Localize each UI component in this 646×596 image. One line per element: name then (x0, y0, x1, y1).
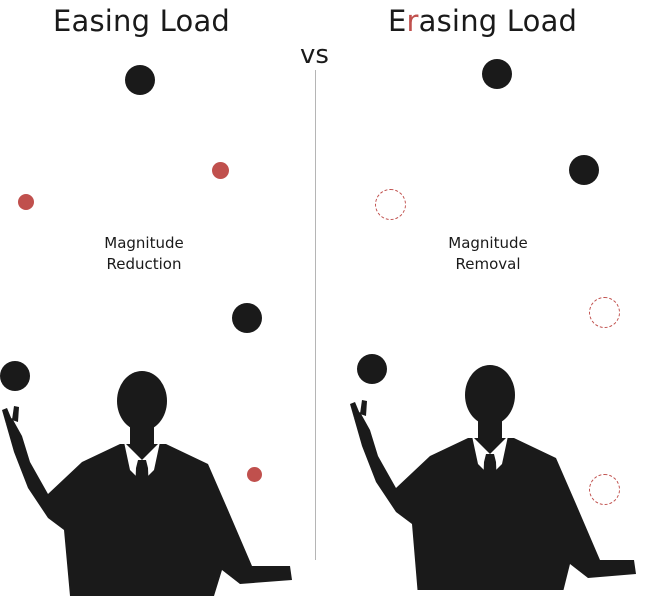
left-juggler-silhouette (2, 371, 292, 596)
left-ball-dark-right (232, 303, 262, 333)
left-ball-red-left (18, 194, 34, 210)
left-ball-dark-top (125, 65, 155, 95)
right-ball-dark-left (357, 354, 387, 384)
left-caption-line1: Magnitude (104, 234, 184, 252)
right-title: Erasing Load (388, 4, 577, 38)
right-ball-removed-upper (375, 189, 406, 220)
left-caption: Magnitude Reduction (74, 233, 214, 275)
right-caption: Magnitude Removal (418, 233, 558, 275)
center-divider (315, 70, 316, 560)
right-caption-line2: Removal (455, 255, 521, 273)
left-ball-red-lower (247, 467, 262, 482)
right-ball-dark-right (569, 155, 599, 185)
vs-label: vs (300, 40, 329, 70)
right-caption-line1: Magnitude (448, 234, 528, 252)
right-ball-removed-lower (589, 474, 620, 505)
left-caption-line2: Reduction (106, 255, 182, 273)
right-ball-dark-top (482, 59, 512, 89)
right-title-accent-letter: r (406, 4, 419, 38)
right-title-first-letter: E (388, 4, 407, 38)
left-ball-dark-left (0, 361, 30, 391)
right-ball-removed-middle (589, 297, 620, 328)
left-ball-red-upper (212, 162, 229, 179)
right-title-rest: asing Load (418, 4, 578, 38)
right-juggler-silhouette (350, 365, 636, 590)
left-title: Easing Load (53, 4, 231, 38)
